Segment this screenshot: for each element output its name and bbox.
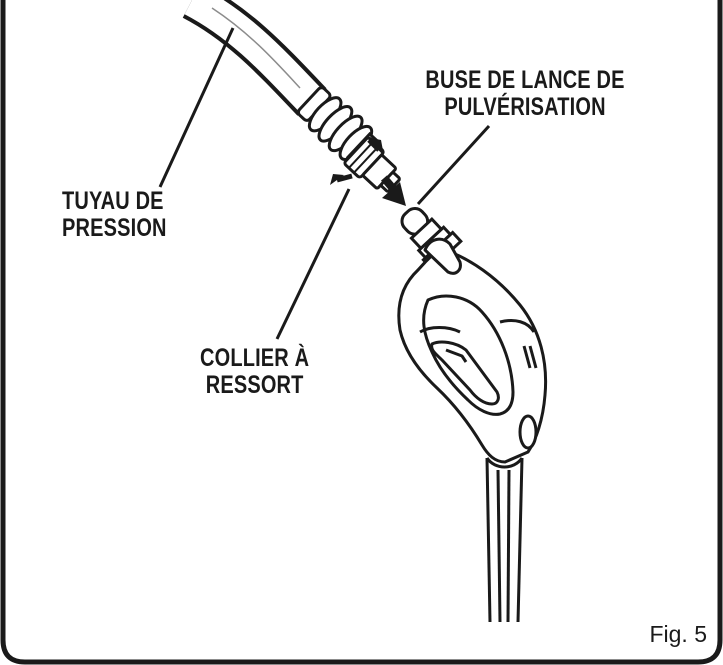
pressure-hose-icon bbox=[182, 0, 327, 116]
spray-gun-icon bbox=[397, 237, 548, 464]
figure-number: Fig. 5 bbox=[649, 621, 707, 647]
spray-nozzle-label: BUSE DE LANCE DE PULVÉRISATION bbox=[425, 66, 625, 121]
leader-line-hose bbox=[158, 27, 235, 188]
direction-arrow-icon bbox=[330, 137, 406, 206]
spring-collar-label: COLLIER À RESSORT bbox=[200, 344, 310, 399]
leader-line-nozzle bbox=[416, 124, 491, 206]
pressure-hose-label: TUYAU DE PRESSION bbox=[62, 187, 167, 242]
leader-line-collar bbox=[275, 188, 351, 340]
spray-wand-icon bbox=[485, 457, 524, 623]
